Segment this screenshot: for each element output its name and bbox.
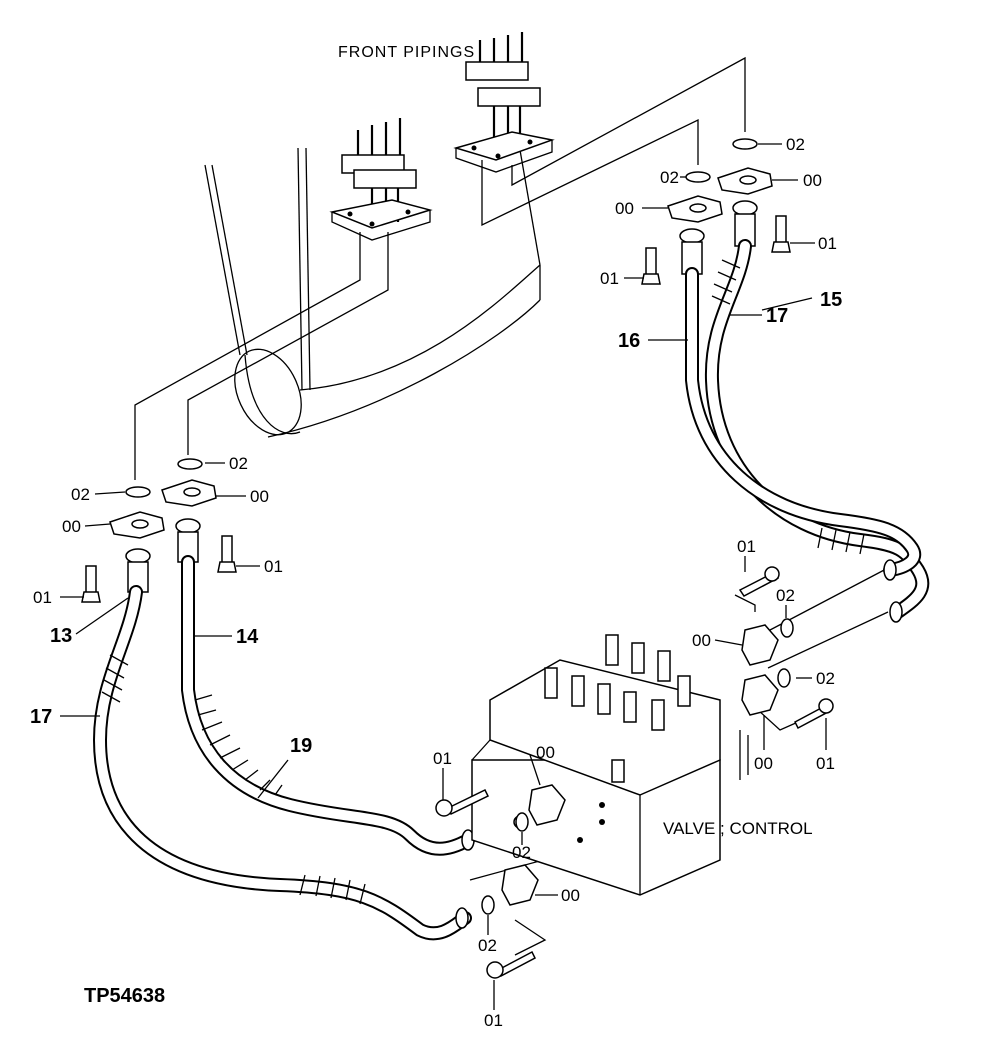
o-ring-left-2 xyxy=(177,458,203,470)
o-ring-valve-1 xyxy=(780,618,794,638)
o-ring-valve-4 xyxy=(481,895,495,915)
callout-02: 02 xyxy=(816,669,835,688)
hose-16 xyxy=(685,267,922,623)
drawing-id: TP54638 xyxy=(84,985,165,1007)
left-fittings xyxy=(81,458,237,603)
o-ring-right-2 xyxy=(685,171,711,183)
o-ring-valve-2 xyxy=(777,668,791,688)
callout-01: 01 xyxy=(737,537,756,556)
bolt-right-2 xyxy=(645,247,657,277)
callout-02: 02 xyxy=(786,135,805,154)
callout-00: 00 xyxy=(754,754,773,773)
o-ring-right-1 xyxy=(732,138,758,150)
callout-00: 00 xyxy=(803,171,822,190)
callout-01: 01 xyxy=(484,1011,503,1030)
o-ring-valve-3 xyxy=(515,812,529,832)
callout-13: 13 xyxy=(50,625,72,647)
title-front-pipings: FRONT PIPINGS xyxy=(338,44,475,61)
valve-fittings xyxy=(435,566,834,979)
callout-00: 00 xyxy=(250,487,269,506)
hose-14-19 xyxy=(181,555,475,856)
callout-01: 01 xyxy=(600,269,619,288)
callout-01: 01 xyxy=(433,749,452,768)
hose-13-17 xyxy=(93,585,472,941)
split-flange-valve-3 xyxy=(528,784,566,826)
callout-00: 00 xyxy=(536,743,555,762)
right-fittings-top xyxy=(641,138,791,285)
callout-02: 02 xyxy=(660,168,679,187)
callout-01: 01 xyxy=(33,588,52,607)
callout-15: 15 xyxy=(820,289,842,311)
callout-00: 00 xyxy=(561,886,580,905)
callout-01: 01 xyxy=(816,754,835,773)
callout-02: 02 xyxy=(229,454,248,473)
callout-01: 01 xyxy=(818,234,837,253)
front-pipe-bracket-left xyxy=(329,118,433,241)
bolt-valve-4 xyxy=(497,950,536,978)
callout-17: 17 xyxy=(766,305,788,327)
bolt-left-2 xyxy=(221,535,233,565)
split-flange-valve-4 xyxy=(501,864,539,906)
split-flange-valve-1 xyxy=(741,624,779,666)
callout-19: 19 xyxy=(290,735,312,757)
callout-02: 02 xyxy=(512,843,531,862)
o-ring-left-1 xyxy=(125,486,151,498)
hose-15-17 xyxy=(704,239,930,619)
bolt-right-1 xyxy=(775,215,787,245)
callout-00: 00 xyxy=(615,199,634,218)
callout-14: 14 xyxy=(236,626,259,648)
front-pipe-bracket-right xyxy=(453,32,555,173)
callout-02: 02 xyxy=(478,936,497,955)
leader-lines xyxy=(134,56,889,956)
callout-00: 00 xyxy=(62,517,81,536)
bolt-left-1 xyxy=(85,565,97,595)
callout-leaders xyxy=(60,143,827,1010)
callout-17: 17 xyxy=(30,706,52,728)
label-valve-control: VALVE ; CONTROL xyxy=(663,819,813,838)
boom-outline xyxy=(204,147,541,438)
callout-01: 01 xyxy=(264,557,283,576)
split-flange-valve-2 xyxy=(741,674,779,716)
callout-02: 02 xyxy=(776,586,795,605)
callout-02: 02 xyxy=(71,485,90,504)
callout-00: 00 xyxy=(692,631,711,650)
callout-16: 16 xyxy=(618,330,640,352)
